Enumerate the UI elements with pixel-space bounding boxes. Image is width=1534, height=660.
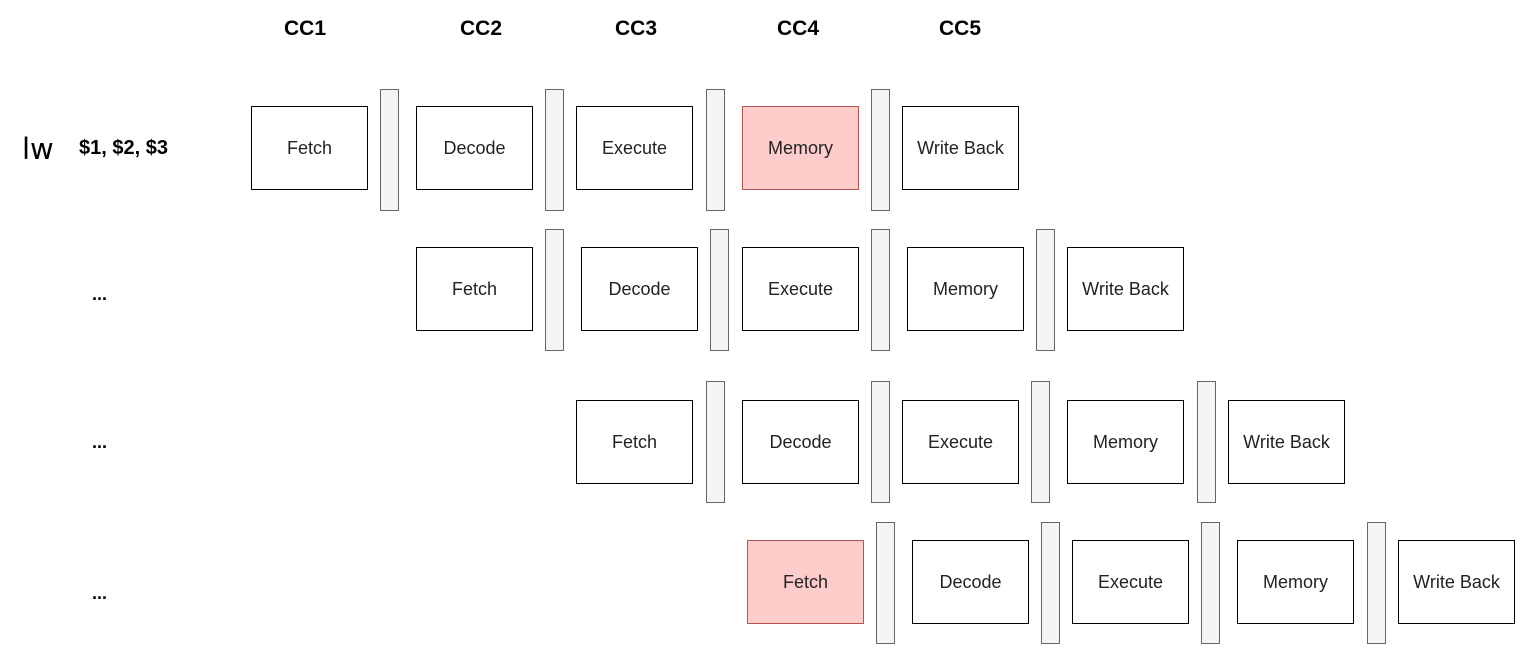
row-label-3: ... — [92, 432, 108, 452]
pipeline-register — [871, 381, 890, 503]
stage-fetch-highlighted: Fetch — [747, 540, 864, 624]
stage-execute: Execute — [902, 400, 1019, 484]
instruction-opcode: lw — [22, 132, 54, 166]
pipeline-register — [871, 229, 890, 351]
pipeline-register — [1036, 229, 1055, 351]
row-label-4: ... — [92, 583, 108, 603]
pipeline-register — [706, 89, 725, 211]
stage-memory-highlighted: Memory — [742, 106, 859, 190]
stage-memory: Memory — [1067, 400, 1184, 484]
cc-header-5: CC5 — [938, 17, 981, 40]
cc-header-4: CC4 — [776, 17, 819, 40]
pipeline-register — [876, 522, 895, 644]
pipeline-register — [545, 229, 564, 351]
stage-fetch: Fetch — [576, 400, 693, 484]
stage-fetch: Fetch — [251, 106, 368, 190]
pipeline-register — [710, 229, 729, 351]
row-label-2: ... — [92, 284, 108, 304]
pipeline-register — [1201, 522, 1220, 644]
stage-decode: Decode — [742, 400, 859, 484]
stage-fetch: Fetch — [416, 247, 533, 331]
pipeline-register — [1031, 381, 1050, 503]
stage-execute: Execute — [1072, 540, 1189, 624]
stage-decode: Decode — [416, 106, 533, 190]
cc-header-2: CC2 — [459, 17, 502, 40]
cc-header-1: CC1 — [283, 17, 326, 40]
stage-execute: Execute — [742, 247, 859, 331]
pipeline-register — [871, 89, 890, 211]
pipeline-register — [1041, 522, 1060, 644]
pipeline-register — [380, 89, 399, 211]
stage-write-back: Write Back — [902, 106, 1019, 190]
stage-decode: Decode — [581, 247, 698, 331]
stage-memory: Memory — [907, 247, 1024, 331]
stage-execute: Execute — [576, 106, 693, 190]
pipeline-register — [1367, 522, 1386, 644]
stage-write-back: Write Back — [1228, 400, 1345, 484]
stage-write-back: Write Back — [1398, 540, 1515, 624]
stage-decode: Decode — [912, 540, 1029, 624]
pipeline-register — [1197, 381, 1216, 503]
pipeline-register — [545, 89, 564, 211]
stage-write-back: Write Back — [1067, 247, 1184, 331]
pipeline-register — [706, 381, 725, 503]
cc-header-3: CC3 — [614, 17, 657, 40]
instruction-operands: $1, $2, $3 — [79, 137, 168, 159]
stage-memory: Memory — [1237, 540, 1354, 624]
